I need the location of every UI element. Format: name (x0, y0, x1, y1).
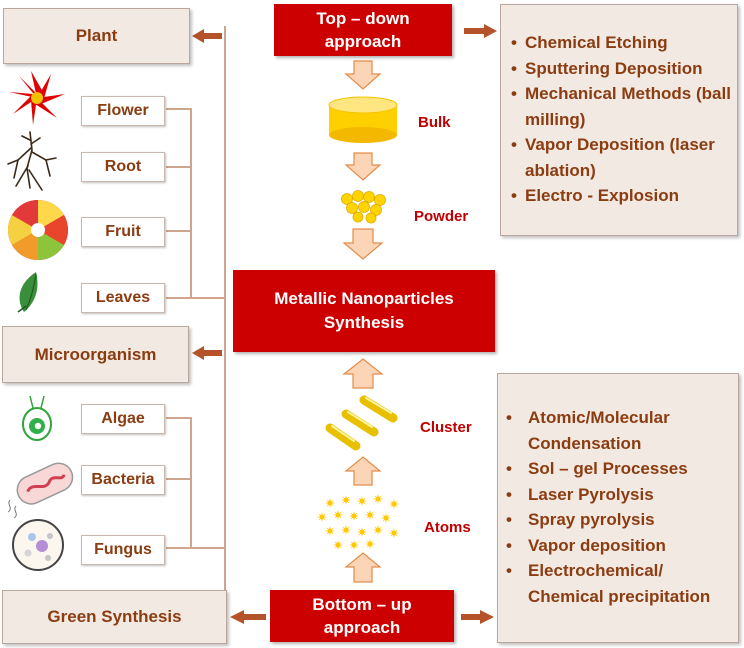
arrow-to-microorganism (192, 346, 222, 360)
atom-star (373, 494, 383, 504)
green-synthesis-box: Green Synthesis (2, 590, 227, 644)
top-down-methods-box: Chemical EtchingSputtering DepositionMec… (500, 4, 738, 236)
arrow-to-bottom-methods (461, 610, 494, 624)
bacteria-icon (7, 462, 74, 519)
plant-branch-spine (190, 108, 192, 298)
flower-label-box: Flower (81, 96, 165, 126)
fungus-label-box: Fungus (81, 535, 165, 565)
leaves-label: Leaves (95, 289, 151, 306)
root-connector (166, 166, 191, 168)
root-label-box: Root (81, 152, 165, 182)
leaves-connector (166, 297, 191, 299)
atoms-icon (317, 494, 399, 550)
arrow-up-3 (344, 552, 382, 583)
bulk-cylinder-icon (328, 96, 398, 143)
algae-connector (166, 417, 191, 419)
atom-star (317, 512, 327, 522)
method-item: Atomic/Molecular Condensation (506, 405, 734, 456)
atom-star (341, 525, 351, 535)
method-item: Electro - Explosion (511, 183, 731, 209)
fungus-label: Fungus (94, 541, 152, 558)
fungus-connector (166, 547, 191, 549)
atom-star (333, 510, 343, 520)
method-item: Mechanical Methods (ball milling) (511, 81, 731, 132)
green-synthesis-title: Green Synthesis (47, 607, 182, 626)
fruit-icon (7, 200, 69, 260)
arrow-up-2 (344, 456, 382, 486)
atom-star (381, 513, 391, 523)
bottom-up-methods-list: Atomic/Molecular CondensationSol – gel P… (506, 405, 734, 609)
atom-star (373, 525, 383, 535)
fungus-icon (12, 519, 64, 571)
arrow-to-green-synthesis (230, 610, 266, 624)
method-item: Vapor deposition (506, 533, 734, 559)
flower-icon (9, 71, 65, 125)
bottom-up-methods-box: Atomic/Molecular CondensationSol – gel P… (497, 373, 739, 643)
plant-header-box: Plant (3, 8, 190, 64)
top-down-approach-label: Top – down approach (316, 9, 410, 51)
powder-label: Powder (414, 208, 469, 225)
cluster-label: Cluster (420, 419, 472, 436)
tree-spine (224, 26, 226, 620)
atom-star (325, 498, 335, 508)
top-down-methods-list: Chemical EtchingSputtering DepositionMec… (511, 30, 731, 209)
plant-title: Plant (75, 26, 118, 45)
leaves-label-box: Leaves (81, 283, 165, 313)
microorganism-title: Microorganism (34, 344, 157, 364)
center-synthesis-label: Metallic Nanoparticles Synthesis (274, 289, 454, 332)
atom-star (389, 528, 399, 538)
top-down-approach-box: Top – down approach (274, 4, 452, 56)
microorganism-header-box: Microorganism (2, 326, 189, 383)
fruit-label: Fruit (105, 223, 141, 240)
flower-label: Flower (97, 102, 149, 119)
atom-star (365, 539, 375, 549)
powder-icon (341, 190, 386, 224)
center-synthesis-box: Metallic Nanoparticles Synthesis (233, 270, 495, 352)
atom-star (341, 495, 351, 505)
method-item: Sol – gel Processes (506, 456, 734, 482)
leaves-icon (17, 272, 38, 313)
micro-branch-spine (190, 417, 192, 548)
plant-branch-join (190, 297, 225, 299)
bottom-up-approach-box: Bottom – up approach (270, 590, 454, 642)
cluster-icon (325, 395, 398, 451)
method-item: Vapor Deposition (laser ablation) (511, 132, 731, 183)
root-label: Root (104, 158, 142, 175)
atom-star (357, 527, 367, 537)
bottom-up-approach-label: Bottom – up approach (312, 595, 412, 637)
atom-star (333, 540, 343, 550)
root-icon (7, 131, 57, 191)
algae-icon (22, 395, 52, 441)
bulk-label: Bulk (418, 114, 451, 131)
method-item: Sputtering Deposition (511, 56, 731, 82)
fruit-connector (166, 230, 191, 232)
arrow-to-top-methods (464, 24, 497, 38)
bacteria-connector (166, 478, 191, 480)
atom-star (357, 496, 367, 506)
bacteria-label: Bacteria (91, 471, 155, 488)
arrow-up-1 (342, 358, 384, 389)
arrow-down-3 (342, 228, 384, 260)
micro-branch-join (190, 547, 225, 549)
atom-star (325, 526, 335, 536)
fruit-label-box: Fruit (81, 217, 165, 247)
atom-star (365, 510, 375, 520)
method-item: Chemical Etching (511, 30, 731, 56)
atom-star (349, 511, 359, 521)
bacteria-label-box: Bacteria (81, 465, 165, 495)
atom-star (349, 540, 359, 550)
method-item: Electrochemical/ Chemical precipitation (506, 558, 734, 609)
arrow-to-plant (192, 29, 222, 43)
flower-connector (166, 108, 191, 110)
arrow-down-1 (344, 60, 382, 90)
atoms-label: Atoms (424, 519, 471, 536)
algae-label: Algae (101, 410, 145, 427)
method-item: Spray pyrolysis (506, 507, 734, 533)
atom-star (389, 499, 399, 509)
arrow-down-2 (344, 152, 382, 181)
method-item: Laser Pyrolysis (506, 482, 734, 508)
algae-label-box: Algae (81, 404, 165, 434)
